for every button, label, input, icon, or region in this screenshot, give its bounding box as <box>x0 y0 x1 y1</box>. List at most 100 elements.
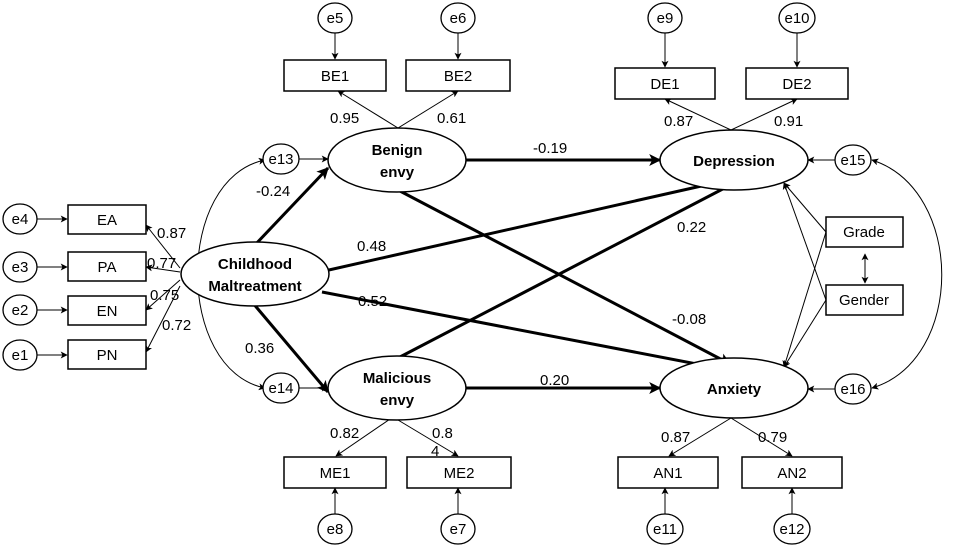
svg-text:e14: e14 <box>268 380 293 397</box>
box-pa: PA <box>67 251 147 282</box>
svg-text:e10: e10 <box>784 10 809 27</box>
svg-text:0.77: 0.77 <box>147 255 176 272</box>
box-en: EN <box>67 295 147 326</box>
svg-text:0.91: 0.91 <box>774 113 803 130</box>
error-e4: e4 <box>2 203 38 235</box>
svg-text:BE2: BE2 <box>444 68 472 85</box>
svg-text:Childhood: Childhood <box>218 256 292 273</box>
box-de1: DE1 <box>614 67 716 100</box>
svg-text:envy: envy <box>380 164 415 181</box>
svg-text:Benign: Benign <box>372 142 423 159</box>
svg-text:AN2: AN2 <box>777 465 806 482</box>
svg-text:0.36: 0.36 <box>245 340 274 357</box>
svg-text:0.95: 0.95 <box>330 110 359 127</box>
error-e10: e10 <box>778 2 816 34</box>
svg-text:e13: e13 <box>268 151 293 168</box>
svg-text:-0.19: -0.19 <box>533 140 567 157</box>
svg-text:0.87: 0.87 <box>157 225 186 242</box>
box-grade: Grade <box>825 216 904 248</box>
svg-text:0.52: 0.52 <box>358 293 387 310</box>
svg-text:BE1: BE1 <box>321 68 349 85</box>
error-e3: e3 <box>2 251 38 283</box>
svg-text:AN1: AN1 <box>653 465 682 482</box>
latent-depression: Depression <box>659 129 809 191</box>
svg-text:Maltreatment: Maltreatment <box>208 278 301 295</box>
svg-text:0.75: 0.75 <box>150 287 179 304</box>
svg-text:ME2: ME2 <box>444 465 475 482</box>
svg-text:0.72: 0.72 <box>162 317 191 334</box>
svg-text:e5: e5 <box>327 10 344 27</box>
loading-labels: 0.95 0.61 0.87 0.91 0.82 0.8 4 0.87 0.79… <box>147 110 803 460</box>
error-e11: e11 <box>646 513 684 545</box>
error-e15: e15 <box>834 144 872 176</box>
svg-text:Malicious: Malicious <box>363 370 431 387</box>
svg-text:0.87: 0.87 <box>664 113 693 130</box>
latent-ellipses: Benign envy Malicious envy Childhood Mal… <box>180 127 809 421</box>
error-e13: e13 <box>262 143 300 175</box>
svg-text:0.82: 0.82 <box>330 425 359 442</box>
svg-text:PA: PA <box>98 259 117 276</box>
svg-text:Anxiety: Anxiety <box>707 381 762 398</box>
svg-text:e3: e3 <box>12 259 29 276</box>
svg-text:Gender: Gender <box>839 292 889 309</box>
svg-text:0.48: 0.48 <box>357 238 386 255</box>
svg-text:envy: envy <box>380 392 415 409</box>
svg-text:0.87: 0.87 <box>661 429 690 446</box>
svg-text:4: 4 <box>431 443 439 460</box>
error-e16: e16 <box>834 373 872 405</box>
svg-text:e15: e15 <box>840 152 865 169</box>
latent-benign-envy: Benign envy <box>327 127 467 193</box>
structural-paths <box>250 154 742 394</box>
svg-text:e16: e16 <box>840 381 865 398</box>
box-be1: BE1 <box>283 59 387 92</box>
svg-text:EN: EN <box>97 303 118 320</box>
svg-text:0.20: 0.20 <box>540 372 569 389</box>
svg-text:-0.08: -0.08 <box>672 311 706 328</box>
latent-anxiety: Anxiety <box>659 357 809 419</box>
box-an1: AN1 <box>617 456 719 489</box>
svg-text:e8: e8 <box>327 521 344 538</box>
path-labels: -0.24 0.36 0.48 0.52 -0.19 -0.08 0.22 0.… <box>245 140 706 389</box>
loading-arrows <box>145 90 798 457</box>
error-circles: e5 e6 e9 e10 e13 e14 e15 e16 e4 e3 e2 e1… <box>2 2 872 545</box>
svg-text:e11: e11 <box>653 521 677 538</box>
svg-text:e2: e2 <box>12 302 29 319</box>
error-e1: e1 <box>2 339 38 371</box>
svg-text:EA: EA <box>97 212 117 229</box>
box-be2: BE2 <box>405 59 511 92</box>
box-me2: ME2 <box>406 456 512 489</box>
box-de2: DE2 <box>745 67 849 100</box>
observed-boxes: BE1 BE2 DE1 DE2 EA PA EN PN Grade Gender… <box>67 59 904 489</box>
svg-text:e6: e6 <box>450 10 467 27</box>
error-e7: e7 <box>440 513 476 545</box>
latent-childhood-maltreatment: Childhood Maltreatment <box>180 241 330 307</box>
box-ea: EA <box>67 204 147 235</box>
error-e8: e8 <box>317 513 353 545</box>
covariate-arrows <box>782 182 827 368</box>
svg-text:e1: e1 <box>12 347 29 364</box>
box-me1: ME1 <box>283 456 387 489</box>
error-e9: e9 <box>647 2 683 34</box>
error-e6: e6 <box>440 2 476 34</box>
svg-text:e7: e7 <box>450 521 467 538</box>
error-e14: e14 <box>262 372 300 404</box>
svg-text:ME1: ME1 <box>320 465 351 482</box>
svg-text:DE2: DE2 <box>782 76 811 93</box>
box-pn: PN <box>67 339 147 370</box>
latent-malicious-envy: Malicious envy <box>327 355 467 421</box>
svg-text:PN: PN <box>97 347 118 364</box>
svg-text:e12: e12 <box>779 521 804 538</box>
svg-text:Depression: Depression <box>693 153 775 170</box>
svg-text:0.22: 0.22 <box>677 219 706 236</box>
box-an2: AN2 <box>741 456 843 489</box>
box-gender: Gender <box>825 284 904 316</box>
error-e2: e2 <box>2 294 38 326</box>
svg-text:e9: e9 <box>657 10 674 27</box>
error-e12: e12 <box>773 513 811 545</box>
svg-text:0.79: 0.79 <box>758 429 787 446</box>
svg-text:DE1: DE1 <box>650 76 679 93</box>
svg-text:Grade: Grade <box>843 224 885 241</box>
error-e5: e5 <box>317 2 353 34</box>
svg-text:0.61: 0.61 <box>437 110 466 127</box>
